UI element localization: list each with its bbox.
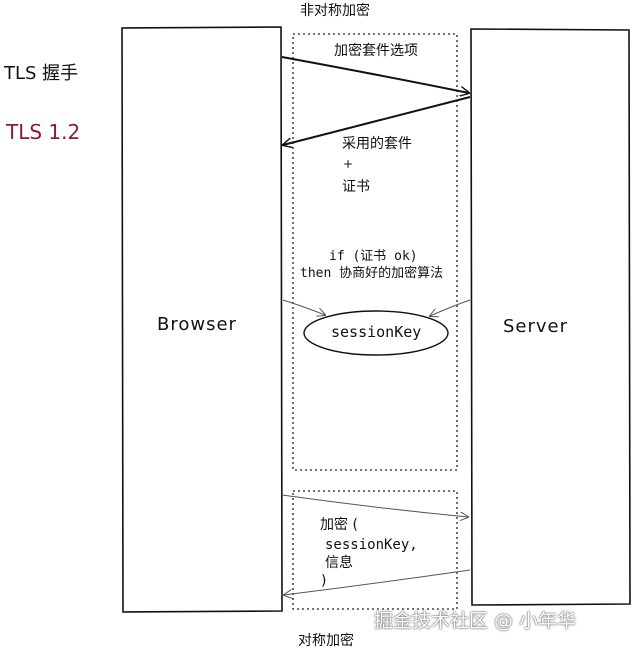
arrow-encrypted-to-browser	[284, 569, 471, 595]
encrypt-line3: 信息	[325, 555, 353, 571]
arrow-cipher-options	[281, 56, 469, 93]
asymmetric-title: 非对称加密	[300, 3, 370, 19]
asymmetric-region	[292, 33, 458, 471]
encrypt-line2: sessionKey,	[325, 537, 418, 553]
arrow-encrypted-to-server	[281, 494, 468, 517]
server-box	[470, 28, 631, 606]
symmetric-title: 对称加密	[298, 633, 354, 649]
arrow-server-to-sessionkey	[430, 299, 471, 316]
server-label: Server	[503, 316, 569, 337]
encrypt-line4: )	[321, 573, 327, 589]
session-key-label: sessionKey	[331, 323, 422, 341]
msg-suite-plus: +	[343, 157, 354, 171]
tls-handshake-label: TLS 握手	[4, 63, 79, 84]
sessionkey-ellipse	[303, 310, 449, 356]
symmetric-region	[292, 490, 458, 610]
condition-line1: if (证书 ok)	[329, 249, 418, 264]
msg-cipher-options: 加密套件选项	[334, 43, 418, 59]
tls-version-label: TLS 1.2	[6, 120, 81, 144]
arrow-browser-to-sessionkey	[282, 299, 325, 315]
encrypt-line1: 加密 (	[320, 517, 358, 533]
msg-suite-line2: 证书	[342, 179, 370, 195]
browser-label: Browser	[157, 314, 237, 335]
browser-box	[121, 26, 283, 613]
arrow-suite-cert	[283, 96, 471, 145]
msg-suite-line1: 采用的套件	[342, 136, 412, 152]
condition-line2: then 协商好的加密算法	[300, 266, 444, 281]
watermark: 掘金技术社区 @ 小年华	[374, 610, 577, 632]
